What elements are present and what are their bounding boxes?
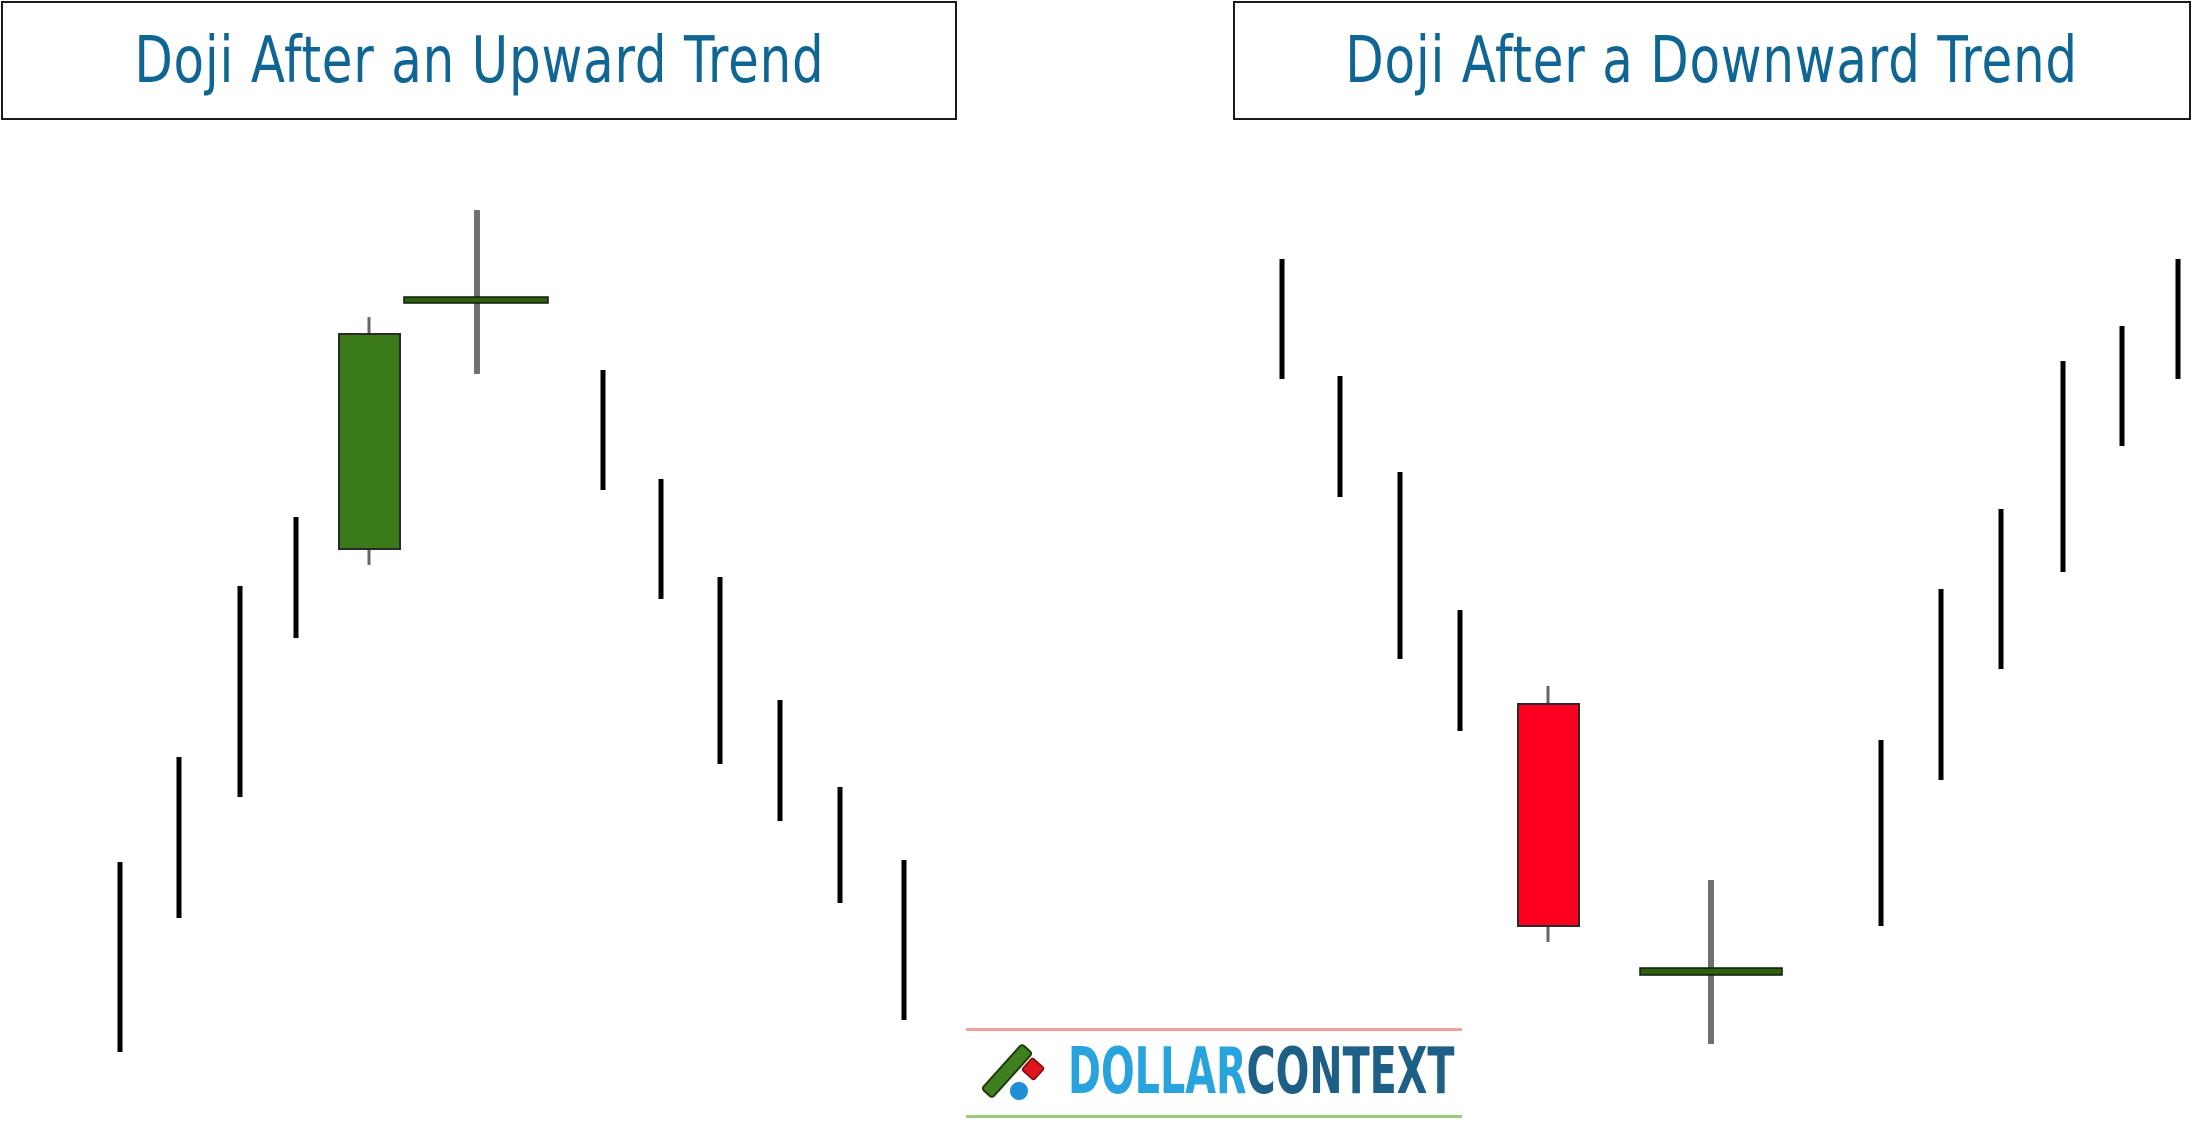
brand-wordmark-context: CONTEXT: [1246, 1035, 1455, 1109]
bearish-candle-body: [1517, 703, 1580, 927]
bullish-candle-body: [338, 333, 401, 550]
left-panel-title: Doji After an Upward Trend: [133, 23, 825, 98]
left-panel-chart: [117, 210, 907, 1052]
doji-body: [403, 296, 549, 304]
right-panel-title: Doji After a Downward Trend: [1345, 23, 2079, 98]
logo-divider-bottom: [966, 1115, 1462, 1118]
logo-divider-top: [966, 1028, 1462, 1031]
dollarcontext-logo-icon: [981, 1044, 1045, 1100]
right-panel-chart: [1279, 259, 2181, 1044]
left-panel-title-box: Doji After an Upward Trend: [1, 1, 957, 120]
doji-body: [1639, 967, 1783, 976]
right-panel-title-box: Doji After a Downward Trend: [1233, 1, 2191, 120]
brand-wordmark-dollar: DOLLAR: [1068, 1035, 1247, 1109]
